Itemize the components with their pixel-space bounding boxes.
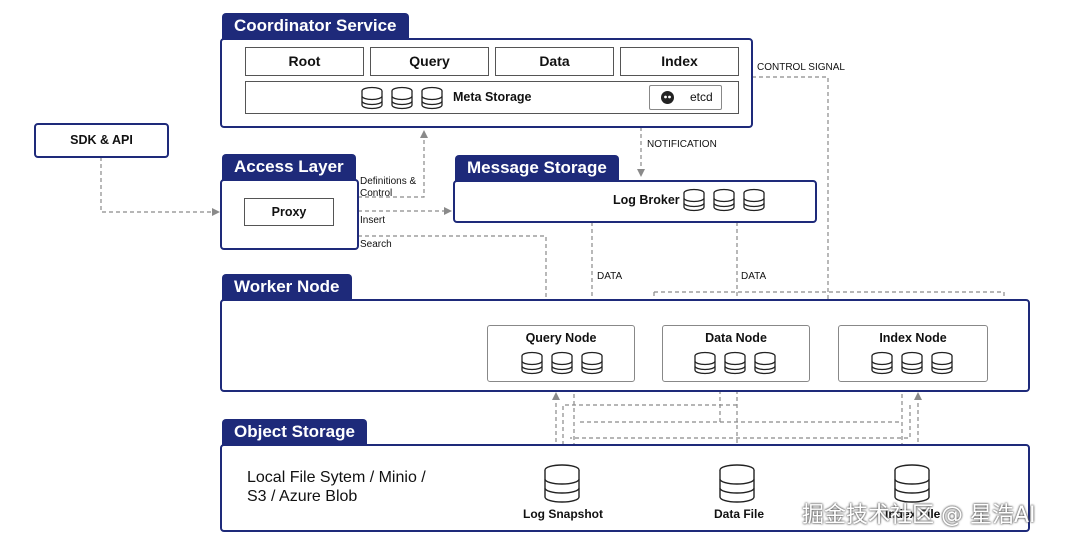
backends-line-1: Local File Sytem / Minio /: [247, 469, 426, 486]
data-label-right: DATA: [741, 271, 767, 282]
etcd-logo-icon: [660, 90, 675, 105]
search-label: Search: [360, 239, 392, 250]
data-label-left: DATA: [597, 271, 623, 282]
database-icon: [743, 188, 765, 212]
etcd-box: etcd: [649, 85, 722, 110]
index-node-label: Index Node: [879, 331, 947, 345]
database-icon: [683, 188, 705, 212]
coordinator-title: Coordinator Service: [222, 13, 409, 39]
datanode-to-logsnapshot-link: [562, 404, 737, 463]
database-icon: [361, 86, 383, 110]
index-file-label: Index File: [885, 507, 941, 521]
definitions-label-line2: Control: [360, 188, 393, 199]
insert-label: Insert: [360, 215, 386, 226]
watermark-text: 掘金技术社区 @ 星浩AI: [802, 503, 1036, 528]
proxy-box: Proxy: [244, 198, 334, 226]
database-icon: [391, 86, 413, 110]
database-icon: [551, 351, 573, 375]
role-index: Index: [620, 47, 739, 76]
database-icon: [931, 351, 953, 375]
database-icon: [694, 351, 716, 375]
data-node-label: Data Node: [705, 331, 767, 345]
notification-label: NOTIFICATION: [647, 139, 717, 150]
definitions-label: Definitions & Control: [360, 176, 416, 200]
meta-storage-label: Meta Storage: [453, 90, 532, 104]
data-file-db-icon: [719, 464, 755, 503]
database-icon: [754, 351, 776, 375]
data-file-label: Data File: [714, 507, 765, 521]
log-snapshot-label: Log Snapshot: [523, 507, 603, 521]
database-icon: [724, 351, 746, 375]
etcd-label: etcd: [690, 90, 713, 104]
database-icon: [421, 86, 443, 110]
database-icon: [581, 351, 603, 375]
index-node-db-icons: [871, 351, 953, 375]
definitions-control-arrow: [358, 130, 428, 198]
meta-storage-row: [245, 81, 739, 114]
definitions-label-line1: Definitions &: [360, 176, 417, 187]
log-broker-db-icons: [683, 188, 767, 217]
database-icon: [713, 188, 735, 212]
index-node: Index Node: [838, 325, 988, 382]
index-file-db-icon: [894, 464, 930, 503]
indexnode-return-link: [570, 405, 911, 439]
query-node-db-icons: [521, 351, 603, 375]
data-node-db-icons: [694, 351, 776, 375]
control-signal-label: CONTROL SIGNAL: [757, 62, 845, 73]
database-icon: [871, 351, 893, 375]
access-layer-title: Access Layer: [222, 154, 356, 180]
log-broker-label: Log Broker: [613, 193, 680, 207]
data-node: Data Node: [662, 325, 810, 382]
database-icon: [901, 351, 923, 375]
datanode-objstore-link: [578, 390, 721, 423]
database-icon: [521, 351, 543, 375]
meta-storage-db-icons: [361, 86, 445, 115]
role-data: Data: [495, 47, 614, 76]
sdk-to-access-arrow: [100, 157, 220, 216]
sdk-api-box: SDK & API: [34, 123, 169, 158]
message-storage-title: Message Storage: [455, 155, 619, 181]
role-query: Query: [370, 47, 489, 76]
object-storage-backends: Local File Sytem / Minio / S3 / Azure Bl…: [247, 468, 426, 506]
role-root: Root: [245, 47, 364, 76]
sdk-api-label: SDK & API: [70, 133, 133, 147]
log-snapshot-db-icon: [544, 464, 580, 503]
query-node: Query Node: [487, 325, 635, 382]
query-node-label: Query Node: [525, 331, 597, 345]
backends-line-2: S3 / Azure Blob: [247, 488, 358, 505]
worker-node-title: Worker Node: [222, 274, 352, 300]
object-storage-title: Object Storage: [222, 419, 367, 445]
